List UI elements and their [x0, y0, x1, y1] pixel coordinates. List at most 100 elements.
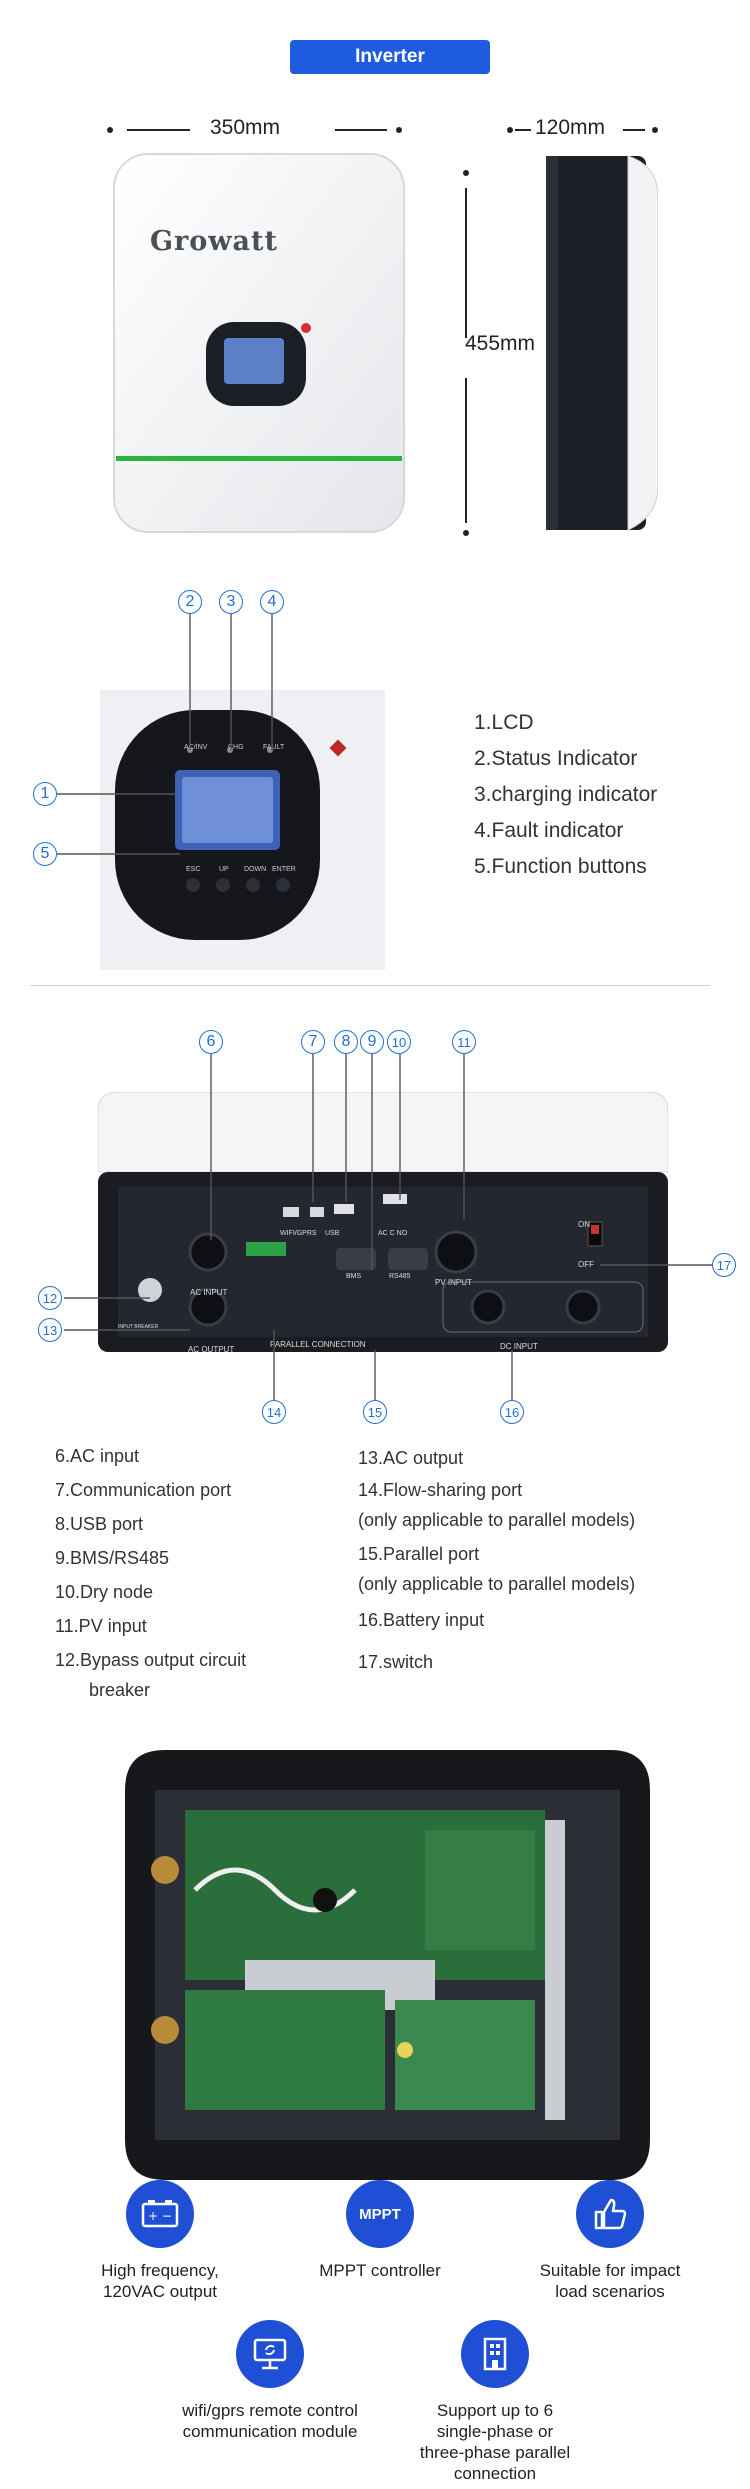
callout-11: 11 [452, 1030, 476, 1054]
front-panel-legend: 1.LCD 2.Status Indicator 3.charging indi… [474, 708, 657, 882]
legend-bypass-breaker-cont: breaker [89, 1680, 151, 1700]
port-label-wifi: WIFI/GPRS [280, 1230, 317, 1237]
callout-9: 9 [360, 1030, 384, 1054]
port-label-parallel: PARALLEL CONNECTION [270, 1340, 366, 1349]
legend-fault-indicator: 4.Fault indicator [474, 819, 624, 842]
port-label-dry-node: AC C NO [378, 1230, 408, 1237]
feature-parallel-label-1: Support up to 6 [436, 2401, 554, 2420]
port-label-ac-output: AC OUTPUT [188, 1345, 235, 1354]
front-panel-section: AC/INV CHG FAULT ESC UP DOWN ENTER 2 3 4… [0, 590, 750, 970]
port-label-on: ON [578, 1220, 590, 1229]
mppt-icon: MPPT [346, 2180, 414, 2248]
port-label-breaker: INPUT BREAKER [118, 1324, 159, 1330]
port-label-off: OFF [578, 1260, 594, 1269]
legend-function-buttons: 5.Function buttons [474, 855, 647, 878]
legend-ac-output: 13.AC output [358, 1448, 464, 1468]
monitor-icon [236, 2320, 304, 2388]
depth-dimension-line [507, 127, 658, 133]
brand-logo: Growatt [150, 226, 278, 257]
port-label-pv-input: PV INPUT [435, 1278, 472, 1287]
legend-battery-input: 16.Battery input [358, 1610, 485, 1630]
legend-flow-sharing-note: (only applicable to parallel models) [358, 1510, 636, 1530]
feature-impact-load: Suitable for impact load scenarios [520, 2180, 700, 2302]
battery-icon: + − [126, 2180, 194, 2248]
port-label-dc-input: DC INPUT [500, 1342, 538, 1351]
legend-switch: 17.switch [358, 1652, 434, 1672]
internal-circuit-photo [125, 1750, 650, 2180]
bottom-panel-photo [98, 1092, 668, 1352]
inverter-side-view [546, 155, 658, 531]
legend-parallel-port: 15.Parallel port [358, 1544, 480, 1564]
feature-mppt-label: MPPT controller [319, 2261, 441, 2280]
feature-impact-load-label-1: Suitable for impact [539, 2261, 681, 2280]
callout-14: 14 [262, 1400, 286, 1424]
indicator-label-fault: FAULT [263, 744, 285, 751]
callout-1: 1 [33, 782, 57, 806]
callout-10: 10 [387, 1030, 411, 1054]
indicator-label-ac-inv: AC/INV [184, 744, 208, 751]
bottom-legend-left: 6.AC input 7.Communication port 8.USB po… [55, 1446, 246, 1701]
legend-status-indicator: 2.Status Indicator [474, 747, 638, 770]
feature-parallel-label-4: connection [453, 2464, 537, 2483]
bottom-callout-lines [64, 1054, 722, 1400]
callout-6: 6 [199, 1030, 223, 1054]
svg-text:+ −: + − [148, 2209, 172, 2223]
feature-parallel-label-2: single-phase or [436, 2422, 554, 2441]
thumbs-up-icon [576, 2180, 644, 2248]
feature-wifi-gprs: wifi/gprs remote control communication m… [170, 2320, 370, 2442]
bottom-legend-right: 13.AC output 14.Flow-sharing port (only … [358, 1448, 635, 1673]
dimension-section: 350mm 120mm 455mm Growatt [0, 100, 750, 540]
feature-high-frequency-label-1: High frequency, [101, 2261, 219, 2280]
callout-13: 13 [38, 1318, 62, 1342]
legend-flow-sharing-port: 14.Flow-sharing port [358, 1480, 523, 1500]
button-label-esc: ESC [186, 866, 201, 873]
port-label-ac-input: AC INPUT [190, 1288, 228, 1297]
callout-3: 3 [219, 590, 243, 614]
button-label-up: UP [219, 866, 229, 873]
height-label: 455mm [465, 332, 536, 355]
legend-lcd: 1.LCD [474, 711, 534, 734]
width-dimension-line [107, 127, 402, 133]
legend-charging-indicator: 3.charging indicator [474, 783, 658, 806]
legend-parallel-note: (only applicable to parallel models) [358, 1574, 636, 1594]
building-icon [461, 2320, 529, 2388]
front-panel-photo [100, 690, 385, 970]
inverter-front-view [113, 153, 405, 533]
feature-impact-load-label-2: load scenarios [555, 2282, 665, 2301]
callout-4: 4 [260, 590, 284, 614]
legend-ac-input: 6.AC input [55, 1446, 140, 1466]
indicator-label-chg: CHG [228, 744, 244, 751]
legend-bms-rs485: 9.BMS/RS485 [55, 1548, 170, 1568]
port-label-bms: BMS [346, 1273, 362, 1280]
mppt-icon-text: MPPT [359, 2205, 401, 2223]
front-callout-lines [57, 612, 273, 855]
port-label-usb: USB [325, 1230, 340, 1237]
bottom-panel-section: AC INPUT AC OUTPUT WIFI/GPRS USB BMS RS4… [0, 1030, 750, 1400]
section-divider [30, 985, 710, 986]
legend-usb-port: 8.USB port [55, 1514, 144, 1534]
height-dimension-line [463, 170, 469, 536]
button-label-enter: ENTER [272, 866, 296, 873]
feature-high-frequency-label-2: 120VAC output [102, 2282, 218, 2301]
feature-parallel-label-3: three-phase parallel [419, 2443, 571, 2462]
button-label-down: DOWN [244, 866, 267, 873]
legend-communication-port: 7.Communication port [55, 1480, 232, 1500]
feature-wifi-gprs-label-1: wifi/gprs remote control [182, 2401, 358, 2420]
callout-12: 12 [38, 1286, 62, 1310]
feature-parallel-support: Support up to 6 single-phase or three-ph… [395, 2320, 595, 2484]
depth-label: 120mm [535, 116, 606, 139]
feature-wifi-gprs-label-2: communication module [182, 2422, 358, 2441]
callout-5: 5 [33, 842, 57, 866]
legend-pv-input: 11.PV input [55, 1616, 147, 1636]
callout-8: 8 [334, 1030, 358, 1054]
callout-7: 7 [301, 1030, 325, 1054]
feature-high-frequency: + − High frequency, 120VAC output [70, 2180, 250, 2302]
callout-17: 17 [712, 1253, 736, 1277]
page-title: Inverter [290, 40, 490, 74]
width-label: 350mm [210, 116, 281, 139]
callout-2: 2 [178, 590, 202, 614]
callout-16: 16 [500, 1400, 524, 1424]
legend-dry-node: 10.Dry node [55, 1582, 154, 1602]
callout-15: 15 [363, 1400, 387, 1424]
feature-mppt: MPPT MPPT controller [290, 2180, 470, 2281]
